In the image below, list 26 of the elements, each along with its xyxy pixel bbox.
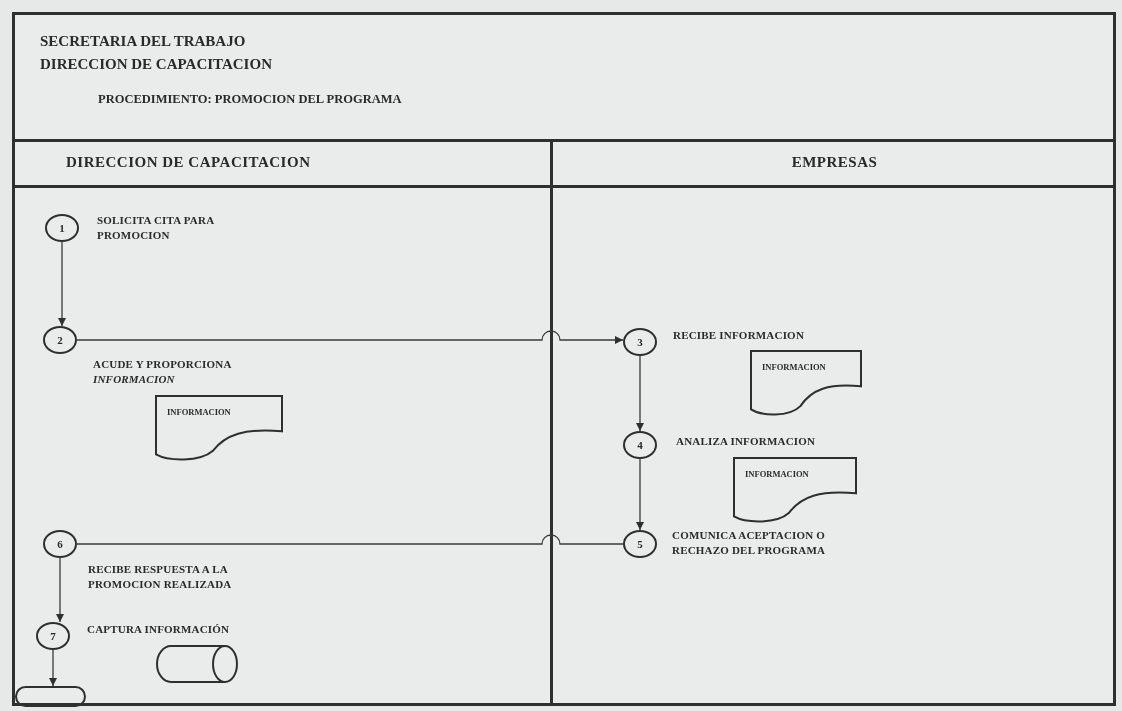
procedure-name: PROCEDIMIENTO: PROMOCION DEL PROGRAMA bbox=[98, 92, 402, 107]
lane-header: EMPRESAS bbox=[791, 154, 878, 171]
step-description: CAPTURA INFORMACIÓN bbox=[87, 622, 231, 637]
document-label: INFORMACION bbox=[167, 407, 231, 417]
flow-arrow bbox=[58, 241, 66, 327]
title: SECRETARIA DEL TRABAJO bbox=[40, 33, 246, 50]
lane-header: DIRECCION DE CAPACITACION bbox=[66, 154, 311, 171]
step-description: ANALIZA INFORMACION bbox=[676, 434, 817, 449]
subtitle: DIRECCION DE CAPACITACION bbox=[40, 56, 272, 73]
step-description: RECIBE INFORMACION bbox=[673, 328, 806, 343]
document-label: INFORMACION bbox=[745, 469, 809, 479]
document-label: INFORMACION bbox=[762, 362, 826, 372]
flow-arrow bbox=[636, 355, 644, 432]
flow-arrow bbox=[636, 458, 644, 531]
document-symbol bbox=[733, 457, 857, 523]
flow-arrow bbox=[76, 330, 624, 344]
flow-arrow bbox=[49, 649, 57, 687]
flow-arrow bbox=[56, 557, 64, 623]
terminal-symbol bbox=[15, 686, 86, 707]
storage-cylinder bbox=[155, 644, 239, 684]
step-description: COMUNICA ACEPTACION O RECHAZO DEL PROGRAMA bbox=[672, 528, 827, 558]
step-description: RECIBE RESPUESTA A LA PROMOCION REALIZADA bbox=[88, 562, 233, 592]
document-symbol bbox=[155, 395, 283, 461]
step-description: SOLICITA CITA PARA PROMOCION bbox=[97, 213, 215, 243]
step-description: ACUDE Y PROPORCIONA INFORMACION bbox=[93, 357, 233, 387]
document-symbol bbox=[750, 350, 862, 416]
